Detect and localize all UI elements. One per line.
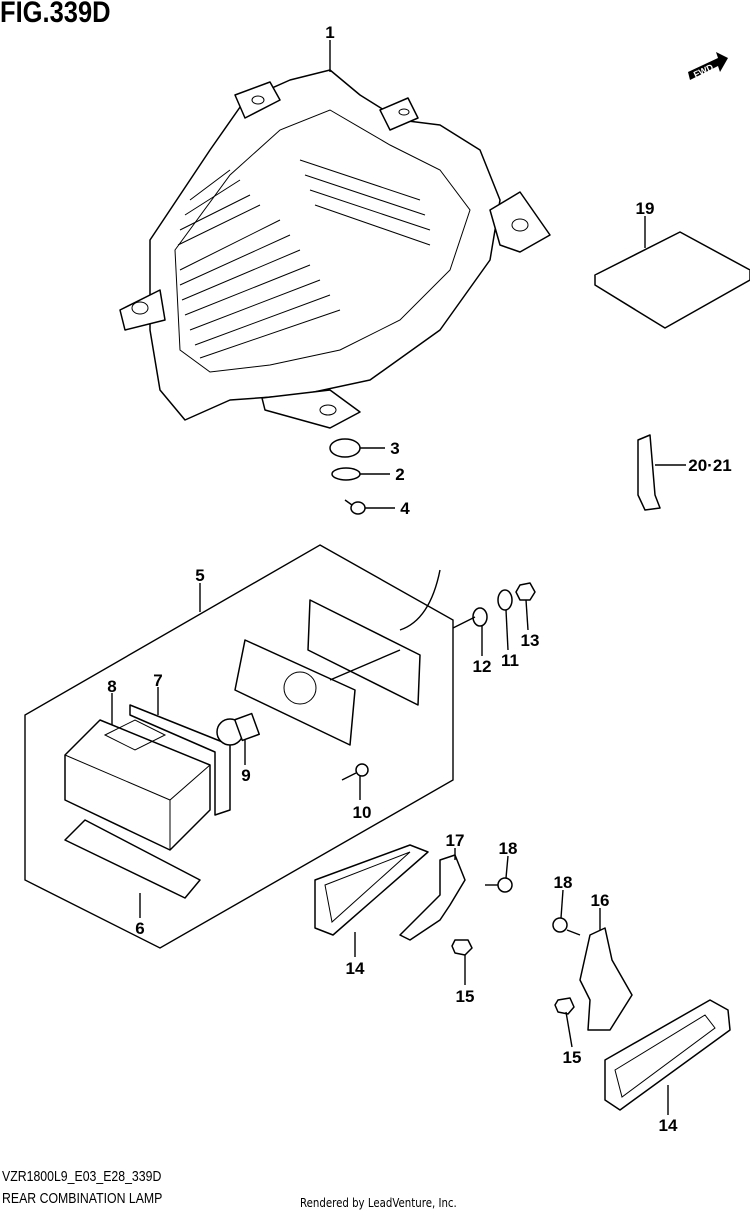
- band-part: [637, 434, 661, 511]
- callout-4: 4: [400, 499, 410, 518]
- callout-8: 8: [107, 677, 116, 696]
- callout-1: 1: [325, 23, 334, 42]
- washer-part: [331, 467, 361, 481]
- rendered-by-credit: Rendered by LeadVenture, Inc.: [300, 1196, 457, 1210]
- callout-14: 14: [346, 959, 365, 978]
- callout-2: 2: [395, 465, 404, 484]
- nut-part-15: [451, 939, 473, 956]
- callout-20-21: 20·21: [688, 456, 731, 475]
- tail-lamp-housing: [119, 69, 551, 429]
- collar-part: [472, 607, 488, 627]
- callout-7: 7: [153, 671, 162, 690]
- fwd-arrow-icon: FWD: [688, 52, 728, 80]
- bracket-part-17: [399, 854, 466, 941]
- grommet-part: [329, 438, 361, 458]
- screw-part-10: [341, 763, 369, 781]
- callout-13: 13: [521, 631, 540, 650]
- bolt-part-18: [485, 877, 513, 893]
- callout-10: 10: [353, 803, 372, 822]
- callout-18: 18: [499, 839, 518, 858]
- callout-5: 5: [195, 566, 204, 585]
- callout-19: 19: [636, 199, 655, 218]
- callout-3: 3: [390, 439, 399, 458]
- callout-18b: 18: [554, 873, 573, 892]
- reflector-part: [314, 844, 429, 936]
- leader-lines: [111, 40, 686, 1115]
- model-code: VZR1800L9_E03_E28_339D: [2, 1168, 162, 1185]
- callout-15: 15: [456, 987, 475, 1006]
- plate-part: [64, 819, 201, 899]
- nut-part: [515, 582, 536, 601]
- bracket-part-16: [579, 927, 633, 1031]
- callout-12: 12: [473, 657, 492, 676]
- socket-part: [234, 569, 441, 746]
- assembly-box: [24, 544, 454, 949]
- callout-16: 16: [591, 891, 610, 910]
- figure-caption: REAR COMBINATION LAMP: [2, 1190, 163, 1207]
- callout-6: 6: [135, 919, 144, 938]
- bolt-part-18b: [552, 917, 581, 936]
- callout-15b: 15: [563, 1048, 582, 1067]
- bulb-part: [216, 712, 260, 746]
- lens-part: [64, 719, 211, 851]
- callout-14b: 14: [659, 1116, 678, 1135]
- callout-9: 9: [241, 766, 250, 785]
- washer-part-11: [497, 589, 513, 611]
- reflector-part-right: [604, 999, 731, 1111]
- screw-part: [344, 499, 366, 515]
- figure-title: FIG.339D: [0, 0, 111, 29]
- callout-11: 11: [501, 651, 519, 670]
- pad-part: [594, 231, 750, 329]
- nut-part-15b: [554, 997, 575, 1015]
- callout-17: 17: [446, 831, 465, 850]
